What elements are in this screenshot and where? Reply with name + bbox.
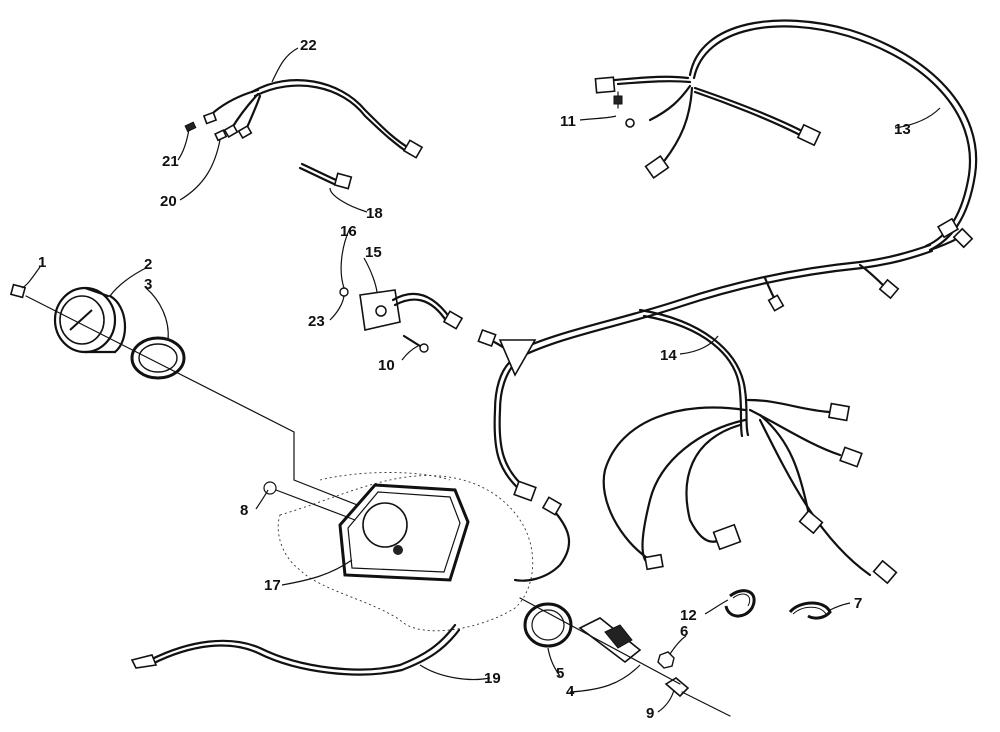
bezel-ring-3 xyxy=(130,336,186,380)
callout-14: 14 xyxy=(660,347,677,364)
harness-14 xyxy=(477,243,934,585)
dash-panel-17 xyxy=(277,472,534,632)
callout-2: 2 xyxy=(144,256,152,273)
callout-18: 18 xyxy=(366,205,383,222)
callout-7: 7 xyxy=(854,595,862,612)
callout-21: 21 xyxy=(162,153,179,170)
bulb-1 xyxy=(9,283,27,299)
connector-18 xyxy=(298,162,353,190)
callout-4: 4 xyxy=(566,683,575,700)
callout-1: 1 xyxy=(38,254,46,271)
harness-13 xyxy=(594,19,978,252)
callout-16: 16 xyxy=(340,223,357,240)
callout-13: 13 xyxy=(894,121,911,138)
screw-10 xyxy=(402,334,429,353)
assembly-line xyxy=(25,295,371,511)
callout-22: 22 xyxy=(300,37,317,54)
callout-10: 10 xyxy=(378,357,395,374)
clip-7 xyxy=(788,601,832,620)
probe-9 xyxy=(664,677,731,717)
clip-12 xyxy=(724,589,756,618)
gauge-2 xyxy=(53,286,127,354)
plug-8 xyxy=(263,481,356,521)
callout-3: 3 xyxy=(144,276,152,293)
switch-bracket-15 xyxy=(359,289,464,331)
ring-5 xyxy=(523,602,573,648)
sensor-4 xyxy=(578,617,642,664)
callout-15: 15 xyxy=(365,244,382,261)
nut-6 xyxy=(657,651,675,669)
harness-22 xyxy=(202,79,424,159)
callout-20: 20 xyxy=(160,193,177,210)
callout-11: 11 xyxy=(560,113,576,130)
terminal-21 xyxy=(184,121,197,133)
part-callouts: 1 2 3 4 5 6 7 8 9 10 11 12 13 14 15 16 1… xyxy=(38,37,911,722)
callout-23: 23 xyxy=(308,313,325,330)
leader-lines xyxy=(21,47,941,713)
callout-19: 19 xyxy=(484,670,501,687)
callout-5: 5 xyxy=(556,665,564,682)
callout-8: 8 xyxy=(240,502,248,519)
harness-19 xyxy=(130,623,461,676)
callout-6: 6 xyxy=(680,623,688,640)
callout-9: 9 xyxy=(646,705,654,722)
nut-16 xyxy=(339,287,349,297)
assembly-line-lower xyxy=(519,597,681,685)
callout-17: 17 xyxy=(264,577,281,594)
callout-12: 12 xyxy=(680,607,697,624)
terminal-20 xyxy=(214,129,228,142)
terminal-11 xyxy=(613,91,635,128)
